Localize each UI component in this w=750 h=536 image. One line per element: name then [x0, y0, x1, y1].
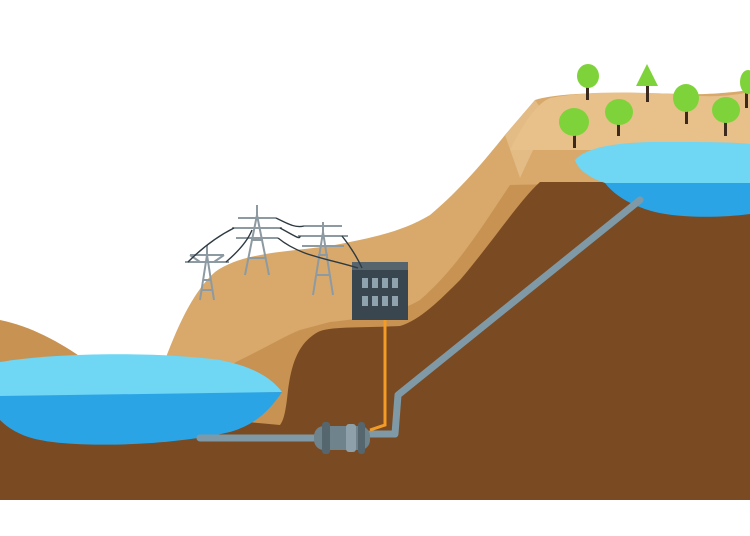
- tree-icon: [740, 70, 750, 108]
- turbine-flange-right: [358, 422, 365, 454]
- upper-reservoir: [575, 142, 750, 217]
- tree-icon: [673, 84, 699, 124]
- upper-reservoir-body: [605, 183, 750, 217]
- turbine-flange-left: [322, 422, 330, 454]
- lower-reservoir-body: [0, 392, 282, 445]
- trees: [559, 64, 750, 148]
- pylon-icon: [185, 245, 229, 301]
- penstock: [196, 196, 644, 442]
- building-icon: [352, 268, 408, 320]
- lower-reservoir: [0, 354, 282, 445]
- turbine-housing: [346, 424, 356, 452]
- power-cable: [369, 320, 387, 432]
- tree-icon: [712, 97, 740, 136]
- lower-reservoir-surface: [0, 354, 282, 398]
- power-house-roof: [352, 262, 408, 270]
- power-lines: [187, 217, 363, 269]
- pylon-icon: [232, 205, 282, 276]
- tree-icon: [605, 99, 633, 136]
- transmission-towers: [185, 205, 348, 301]
- power-house: [352, 262, 408, 320]
- tree-icon: [559, 108, 589, 148]
- upper-reservoir-surface: [575, 142, 750, 183]
- upper-plateau: [510, 92, 750, 150]
- power-house-windows: [362, 278, 398, 306]
- pump-turbine: [314, 422, 370, 454]
- tree-icon: [636, 64, 658, 102]
- pylon-icon: [298, 222, 348, 296]
- tree-icon: [577, 64, 599, 100]
